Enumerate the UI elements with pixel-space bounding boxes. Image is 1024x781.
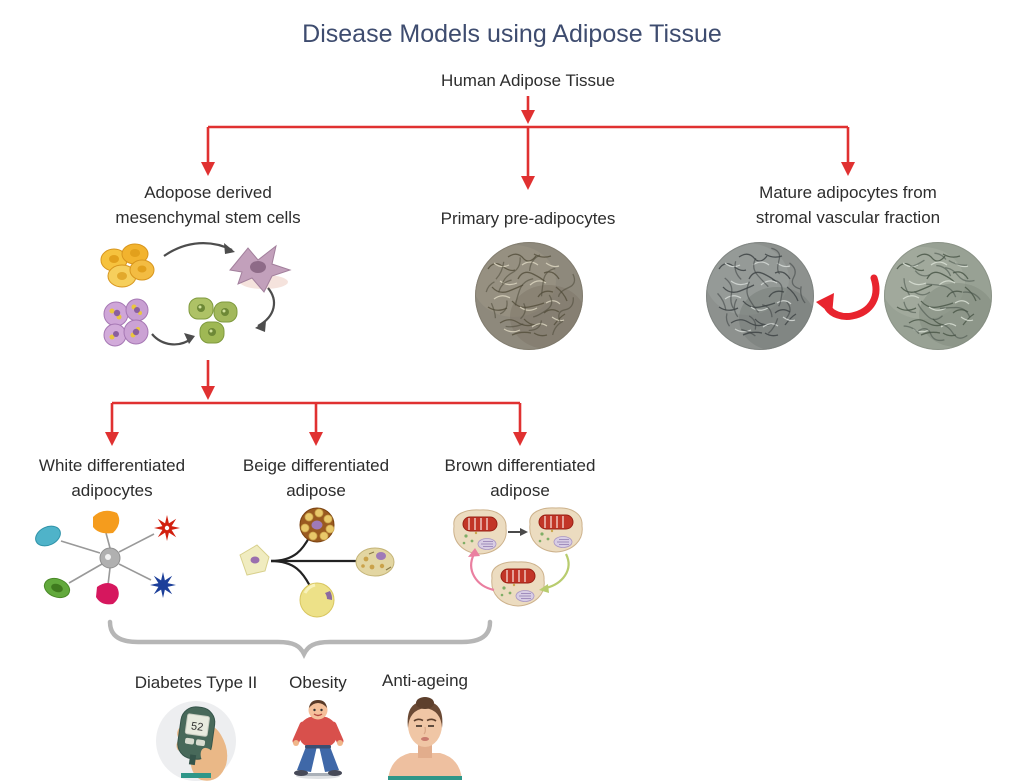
- spoke-lines: [60, 532, 155, 586]
- right-leg: [319, 744, 339, 772]
- red-curved-arrow: [816, 274, 880, 320]
- green-cell-cluster: [188, 297, 238, 344]
- node-adscs: Adopose derived mesenchymal stem cells: [115, 180, 300, 230]
- scale: [300, 773, 336, 776]
- node-adscs-line2: mesenchymal stem cells: [115, 208, 301, 227]
- white-adipocyte-hub-illustration: [35, 510, 180, 605]
- white-adipocyte: [299, 582, 335, 618]
- brown-cell-top-right: [529, 507, 583, 553]
- hair: [309, 700, 327, 708]
- left-leg: [297, 744, 317, 772]
- yellow-cell-cluster: [100, 243, 155, 288]
- brown-cell-top-left: [453, 509, 507, 555]
- blue-star-cell: [150, 572, 176, 598]
- application-label-diabetes: Diabetes Type II: [134, 673, 258, 692]
- node-white-line2: adipocytes: [71, 481, 153, 500]
- shoulders: [388, 753, 462, 780]
- hair: [407, 701, 443, 728]
- node-white-line1: White differentiated: [38, 456, 186, 475]
- branch-arrows: [270, 535, 362, 587]
- glucose-reading: 52: [190, 720, 204, 734]
- node-brown-line1: Brown differentiated: [444, 456, 596, 475]
- curly-brace: [107, 619, 493, 660]
- node-preadipocytes: Primary pre-adipocytes: [440, 209, 616, 228]
- head: [308, 700, 328, 720]
- belt: [305, 745, 331, 749]
- node-mature-adipocytes: Mature adipocytes from stromal vascular …: [756, 180, 940, 230]
- node-mature-line1: Mature adipocytes from: [759, 183, 937, 202]
- node-brown-differentiated: Brown differentiated adipose: [445, 453, 596, 503]
- pink-cell: [96, 583, 119, 605]
- application-label-obesity: Obesity: [289, 673, 347, 692]
- torso: [299, 716, 337, 748]
- teal-cell: [35, 525, 61, 547]
- brown-cell-bottom: [491, 561, 545, 607]
- node-beige-differentiated: Beige differentiated adipose: [243, 453, 389, 503]
- woman-face-icon: [388, 697, 462, 780]
- hair-bun: [416, 697, 434, 709]
- purple-cell-cluster: [103, 298, 149, 347]
- micrograph-mature-adipocytes: [706, 242, 814, 350]
- beige-adipocyte: [355, 547, 395, 577]
- node-beige-line2: adipose: [286, 481, 346, 500]
- glucose-meter: 52: [176, 706, 216, 766]
- micrograph-stromal-vascular-fraction: [884, 242, 992, 350]
- thumb: [200, 747, 218, 771]
- stem-cell-cycle-illustration: [100, 242, 292, 347]
- node-adscs-line1: Adopose derived: [144, 183, 272, 202]
- diagram-title: Disease Models using Adipose Tissue: [302, 20, 722, 48]
- node-white-differentiated: White differentiated adipocytes: [39, 453, 185, 503]
- face: [408, 703, 442, 747]
- application-label-anti-ageing: Anti-ageing: [381, 671, 469, 690]
- orange-cell: [93, 510, 120, 534]
- node-beige-line1: Beige differentiated: [242, 456, 390, 475]
- glucose-meter-in-hand-icon: 52: [156, 701, 236, 781]
- micrograph-primary-preadipocytes: [475, 242, 583, 350]
- beige-differentiation-illustration: [239, 507, 395, 618]
- node-brown-line2: adipose: [490, 481, 550, 500]
- brown-adipocyte-cycle-illustration: [453, 507, 583, 607]
- node-human-adipose-tissue: Human Adipose Tissue: [441, 71, 615, 90]
- node-mature-line2: stromal vascular fraction: [755, 208, 941, 227]
- obese-person-icon: [292, 700, 344, 779]
